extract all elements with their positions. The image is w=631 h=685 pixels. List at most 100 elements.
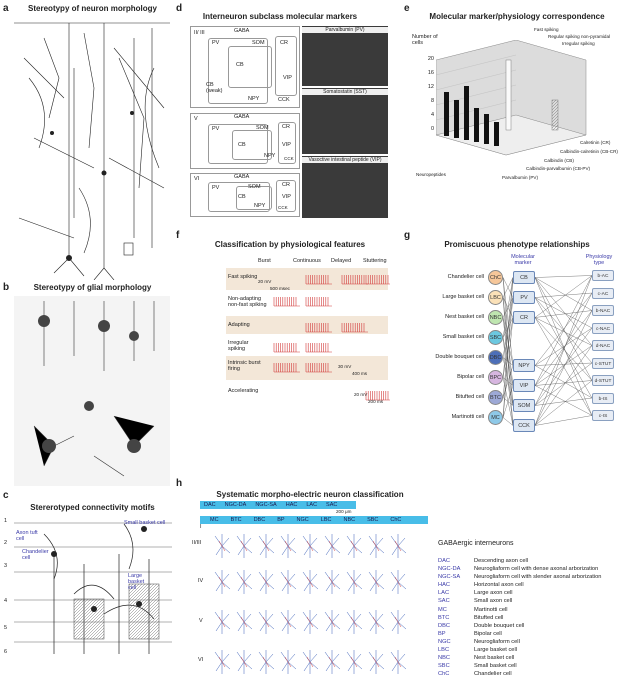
col-stuttering: Stuttering [363,258,387,264]
col-continuous: Continuous [293,258,321,264]
layer-1-label: 1 [4,518,8,524]
marker-cbpv-axis: Calbindin-parvalbumin (CB-PV) [526,166,591,171]
legend-desc: Descending axon cell [474,558,529,564]
legend-desc: Large axon cell [474,590,513,597]
legend-title: GABAergic interneurons [438,540,514,547]
row-fast-spiking: Fast spiking [228,274,258,280]
marker-box: VIP [513,379,535,392]
cell-type-circle: NBC [488,310,503,325]
legend-desc: Small axon cell [474,598,513,605]
legend-abbr: NGC [438,638,451,645]
legend-abbr: HAC [438,582,451,589]
physio-rsnp: Regular spiking non-pyramidal [548,34,611,39]
marker-pv-axis: Parvalbumin (PV) [502,175,538,180]
gaba-label: GABA [234,174,250,180]
marker-cr-axis: Calretinin (CR) [580,140,611,145]
marker-box: PV [513,291,535,304]
marker-cr: CR [280,40,288,46]
legend-abbr: SAC [438,598,450,605]
z-tick: 16 [427,70,434,76]
marker-pv: PV [212,185,220,191]
scale-20mv-b: 20 mV [354,392,368,397]
legend-desc: Large basket cell [474,647,517,654]
legend-abbr: NGC-SA [438,574,461,581]
z-axis-label: Number of cells [412,34,438,46]
scale-20mv-a: 20 mV [258,279,272,284]
legend-abbr: SBC [438,663,450,670]
physiology-box: c-STUT [592,357,614,369]
cell-type-circle: MC [488,410,503,425]
morph-type-label: HAC [285,502,298,508]
marker-cb: CB [236,62,244,68]
physiology-box: b-AC [592,270,614,281]
morph-type-label: LBC [320,517,332,523]
row-irregular: Irregular spiking [228,340,249,352]
panel-h-title: Systematic morpho-electric neuron classi… [216,490,404,499]
morphology-sketches [214,534,407,674]
spike-traces [273,275,390,401]
cell-type-label: Small basket cell [442,334,484,340]
legend-row: NGC-SA Neurogliaform cell with slender ax… [438,573,628,581]
layer-6-label: 6 [4,649,8,655]
scale-30mv: 30 mV [338,364,352,369]
physio-irregular: Irregular spiking [562,41,595,46]
panel-f-title: Classification by physiological features [214,240,366,249]
z-ticks: 20 16 12 8 4 0 [422,56,434,140]
layer-I: I [200,524,202,530]
morph-type-label: BTC [230,517,242,523]
spike-trace [365,391,390,401]
panel-a-title: Stereotypy of neuron morphology [28,4,157,13]
cell-type-circle: LBC [488,290,503,305]
marker-vip: VIP [282,142,291,148]
gaba-label: GABA [234,28,250,34]
spike-trace [341,275,368,285]
legend-abbr: DAC [438,558,451,564]
scale-500ms: 500 msec [270,286,290,291]
legend-row: DAC Descending axon cell [438,557,628,565]
panel-d-label: d [176,3,183,14]
physio-fast: Fast spiking [534,27,559,32]
morph-type-label: DAC [204,502,216,508]
layer-4-label: 4 [4,598,8,604]
morph-type-label: MC [210,517,219,523]
cell-type-label: Nest basket cell [445,314,484,320]
marker-cck: CCK [278,97,290,103]
legend-desc: Double bouquet cell [474,622,525,629]
cell-type-label: Chandelier cell [447,274,484,280]
panel-d-title: Interneuron subclass molecular markers [202,12,358,21]
morph-type-label: NGC-DA [224,502,247,508]
marker-cb: CB [238,194,246,200]
physiology-box: c-AC [592,287,614,299]
legend-abbr: BP [438,630,446,637]
legend-desc: Neurogliaform cell with dense axonal arb… [474,566,599,573]
neuron-drawing [14,18,170,280]
cell-type-label: Bitufted cell [455,394,484,400]
relationship-lines [502,275,593,426]
legend-desc: Neurogliaform cell with slender axonal a… [474,574,602,581]
legend-abbr: ChC [438,671,450,678]
row-non-adapting: Non-adapting non-fast spiking [228,296,267,308]
spike-trace [341,323,368,333]
col-delayed: Delayed [331,258,352,264]
small-basket-label: Small basket cell [124,520,166,526]
layer-5-label: 5 [4,625,8,631]
legend-row: SAC Small axon cell [438,597,628,605]
spike-trace [305,343,332,353]
cell-type-circle: BTC [488,390,503,405]
legend-desc: Bipolar cell [474,630,502,637]
bar3d-chart [436,40,587,156]
panel-c-title: Stererotyped connectivity motifs [30,503,155,512]
spike-trace [305,363,332,373]
gaba-label: GABA [234,114,250,120]
axon-tuft-label: Axon tuft cell [16,530,38,542]
scale-200ms: 200 ms [368,399,384,404]
micrograph-label: Vasoctive intestinal peptide (VIP) [302,157,388,163]
